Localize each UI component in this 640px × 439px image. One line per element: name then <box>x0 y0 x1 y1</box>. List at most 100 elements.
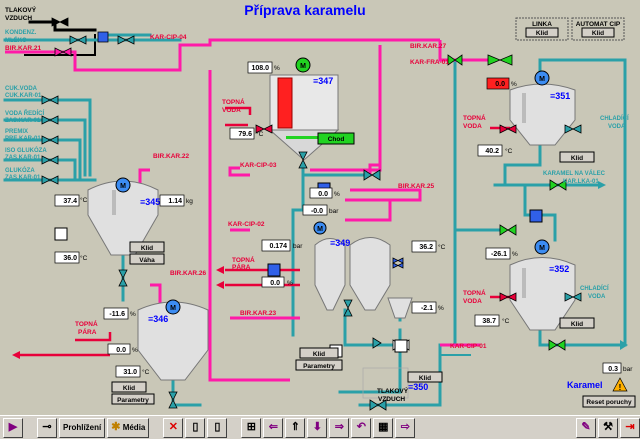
valve-v819[interactable] <box>363 169 381 181</box>
tools-button[interactable]: ⚒ <box>598 417 618 438</box>
t352-status[interactable] <box>559 317 595 329</box>
t351-status[interactable] <box>559 151 595 163</box>
t352-level: -26.1 <box>491 251 507 258</box>
t346-status[interactable] <box>111 381 147 393</box>
valve-v843[interactable] <box>117 35 135 45</box>
valve-v823[interactable] <box>369 399 387 411</box>
t345-temp2: 36.0 <box>63 255 77 262</box>
panel-linka-status[interactable] <box>525 27 559 38</box>
svg-text:Klid: Klid <box>419 375 431 382</box>
cross-button[interactable]: ✕ <box>163 417 184 438</box>
tank-352-id: ≡352 <box>549 264 569 274</box>
play-button[interactable]: ▶ <box>3 417 23 438</box>
label-chladici-voda-1: VODA <box>608 124 626 130</box>
valve-v827[interactable] <box>499 292 517 302</box>
t352-pressure: 0.3 <box>608 366 618 373</box>
svg-text:Klid: Klid <box>571 321 583 328</box>
label-chladici-2: CHLADÍCÍ <box>580 284 609 292</box>
tank-349[interactable]: M ≡349 <box>313 221 391 311</box>
valve-v808[interactable] <box>41 135 59 145</box>
valve-v815[interactable] <box>168 391 178 409</box>
label-glukoza: GLUKÓZA <box>5 166 35 174</box>
tank-347[interactable]: M ≡347 <box>268 57 340 161</box>
valve-v829[interactable] <box>564 292 582 302</box>
t349-parametry-button[interactable] <box>295 359 343 371</box>
pump-5[interactable] <box>529 209 543 223</box>
t347-temp: 79.6 <box>238 131 252 138</box>
svg-text:%: % <box>287 280 293 287</box>
valve-v806[interactable] <box>41 95 59 105</box>
valve-v804[interactable] <box>255 124 273 134</box>
pump-3[interactable] <box>394 339 408 353</box>
t345-status[interactable] <box>129 241 165 253</box>
nav1-button[interactable]: ⊞ <box>241 417 262 438</box>
valve-v828[interactable] <box>564 124 582 134</box>
t347-status[interactable] <box>317 132 355 145</box>
warning-icon <box>612 377 628 392</box>
valve-v880[interactable] <box>343 299 353 317</box>
svg-text:°C: °C <box>505 147 513 155</box>
media-button[interactable]: ✱ Média <box>107 417 150 438</box>
label-kar-cip-04: KAR-CIP-04 <box>150 34 187 41</box>
nav7-button[interactable]: ▦ <box>373 417 394 438</box>
tank-345[interactable]: M ≡345 <box>87 177 160 256</box>
svg-text:°C: °C <box>256 130 264 138</box>
t347-val1: 0.0 <box>318 191 328 198</box>
valve-v820[interactable] <box>487 54 513 66</box>
valve-v822[interactable] <box>372 337 382 349</box>
valve-bir21[interactable] <box>54 47 72 57</box>
label-chladici-voda-2: VODA <box>588 294 606 300</box>
tank-352[interactable]: M ≡352 <box>509 239 576 331</box>
nav2-button[interactable]: ⇐ <box>263 417 284 438</box>
valve-v814[interactable] <box>118 269 128 287</box>
label-zas-kar-c: ZAS.KAR-01 <box>5 175 41 181</box>
valve-v832[interactable] <box>499 224 517 236</box>
tank-346[interactable]: M ≡346 <box>137 299 209 381</box>
nav5-button[interactable]: ⇒ <box>329 417 350 438</box>
valve-v807[interactable] <box>41 115 59 125</box>
panel-cip-status[interactable] <box>581 27 615 38</box>
tank-345-mixer[interactable] <box>115 177 131 193</box>
valve-v831[interactable] <box>548 339 566 351</box>
nav4-button[interactable]: ⬇ <box>307 417 328 438</box>
svg-text:Parametry: Parametry <box>303 363 335 370</box>
key-button[interactable]: ⊸ <box>37 417 57 438</box>
t346-valve: 0.0 <box>116 347 126 354</box>
svg-text:°C: °C <box>438 243 446 251</box>
prohlizeni-button[interactable]: Prohlížení <box>59 417 106 438</box>
heater-1[interactable] <box>54 227 68 241</box>
t346-parametry-button[interactable] <box>111 393 155 405</box>
document-icon: ▯ <box>214 421 221 433</box>
svg-text:%: % <box>274 65 280 72</box>
valve-v842[interactable] <box>69 35 87 45</box>
label-para-1: PÁRA <box>232 262 251 271</box>
pen-button[interactable]: ✎ <box>576 417 596 438</box>
tank-350-id: ≡350 <box>408 382 428 392</box>
valve-v826[interactable] <box>499 124 517 134</box>
valve-v817[interactable] <box>51 17 69 27</box>
exit-button[interactable]: ⇥ <box>620 417 640 438</box>
valve-v809[interactable] <box>41 155 59 165</box>
nav3-button[interactable]: ⇑ <box>285 417 306 438</box>
nav6-button[interactable]: ↶ <box>351 417 372 438</box>
doc2-button[interactable]: ▯ <box>207 417 228 438</box>
t349-status[interactable] <box>299 347 339 359</box>
t345-vaha-button[interactable] <box>129 253 165 265</box>
valve-v801[interactable] <box>97 31 109 43</box>
label-zas-kar-b: ZAS.KAR-01 <box>5 155 41 161</box>
label-pre-kar: PRE.KAR-01 <box>5 136 41 142</box>
valve-v810[interactable] <box>41 175 59 185</box>
valve-v830[interactable] <box>549 179 567 191</box>
reset-button[interactable] <box>582 395 636 408</box>
svg-text:%: % <box>130 311 136 318</box>
valve-v824[interactable] <box>392 257 404 269</box>
valve-v811[interactable] <box>447 54 463 66</box>
svg-text:M: M <box>539 245 545 252</box>
tank-351[interactable]: M ≡351 <box>509 70 576 146</box>
doc1-button[interactable]: ▯ <box>185 417 206 438</box>
pump-4[interactable] <box>267 263 281 277</box>
t350-status[interactable] <box>407 371 443 383</box>
label-voda-1: VODA <box>222 107 241 114</box>
valve-v812[interactable] <box>298 151 308 169</box>
nav8-button[interactable]: ⇨ <box>395 417 416 438</box>
